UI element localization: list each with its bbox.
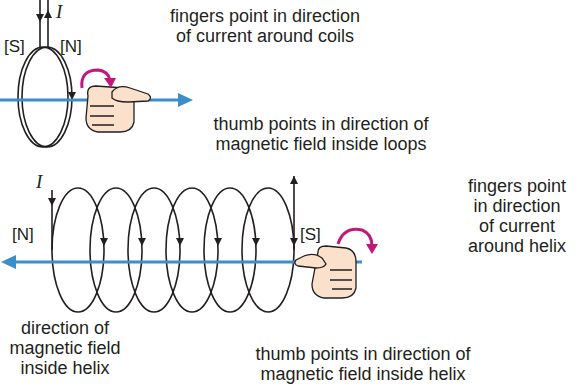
lead-wire xyxy=(47,0,49,48)
thumb xyxy=(295,254,326,268)
field-arrowhead xyxy=(178,93,193,107)
current-arrowhead xyxy=(290,176,298,184)
note-text: direction of magnetic field inside helix xyxy=(6,318,124,378)
current-arrowhead xyxy=(290,238,298,246)
note-text: thumb points in direction of magnetic fi… xyxy=(247,344,479,384)
thumb xyxy=(112,87,151,102)
pole-label: [S] xyxy=(300,225,321,245)
curl-arrow xyxy=(338,229,372,246)
current-arrowhead xyxy=(176,238,184,246)
helix-loop xyxy=(204,188,256,312)
helix-loop xyxy=(128,188,180,312)
note-text: fingers point in direction of current ar… xyxy=(465,176,569,256)
current-arrowhead xyxy=(138,238,146,246)
pole-label: [N] xyxy=(60,37,82,57)
current-label: I xyxy=(36,172,42,192)
lead-wire xyxy=(39,0,41,48)
right-hand xyxy=(295,246,356,298)
current-arrowhead xyxy=(100,238,108,246)
curl-arrowhead xyxy=(104,78,116,88)
current-arrowhead xyxy=(48,198,56,206)
helix-loop xyxy=(90,188,142,312)
helix-coil xyxy=(52,188,294,312)
current-arrowhead xyxy=(252,238,260,246)
current-arrowhead xyxy=(44,10,52,18)
coil-loop xyxy=(18,47,68,147)
finger-lines xyxy=(330,270,352,289)
helix-loop xyxy=(166,188,218,312)
helix-loop xyxy=(242,188,294,312)
single-coil xyxy=(18,0,72,147)
finger-lines xyxy=(90,106,114,125)
note-text: thumb points in direction of magnetic fi… xyxy=(205,114,437,154)
fist xyxy=(312,246,356,298)
coil-loop xyxy=(22,47,72,147)
pole-label: [S] xyxy=(4,37,25,57)
current-arrowhead xyxy=(36,14,44,22)
curl-arrowhead xyxy=(366,244,378,254)
helix-loop xyxy=(52,188,104,312)
current-label: I xyxy=(56,2,62,22)
right-hand xyxy=(86,86,151,132)
current-arrowhead xyxy=(214,238,222,246)
note-text: fingers point in direction of current ar… xyxy=(165,6,365,46)
pole-label: [N] xyxy=(12,225,34,245)
field-arrowhead xyxy=(1,255,16,269)
